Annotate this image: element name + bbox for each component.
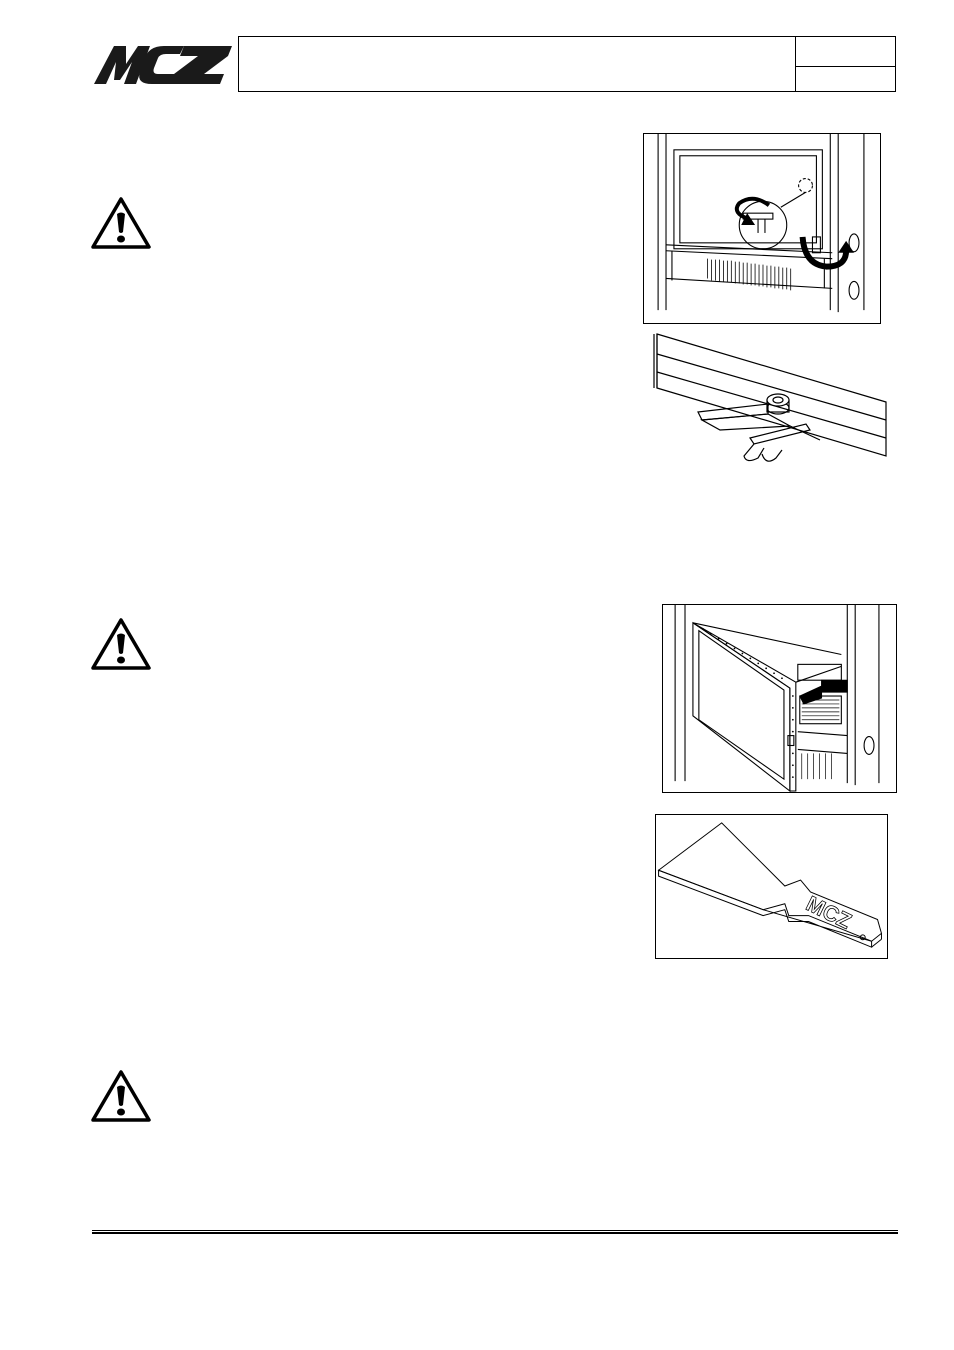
scraper-engraving: MCZ xyxy=(802,891,855,934)
mcz-scraper-tool-figure: MCZ xyxy=(655,814,888,959)
header-title xyxy=(239,37,796,91)
door-latch-detail-figure xyxy=(650,330,890,478)
brand-logo xyxy=(92,42,234,88)
mcz-logo-icon xyxy=(94,46,232,84)
header-cell-top xyxy=(796,37,895,67)
fireplace-door-unlock-figure xyxy=(643,133,881,324)
warning-triangle-icon xyxy=(90,617,152,671)
footer-rule xyxy=(92,1230,898,1234)
warning-triangle-icon xyxy=(90,196,152,250)
header-box xyxy=(238,36,896,92)
fireplace-door-open-figure xyxy=(662,604,897,793)
header-cell-bottom xyxy=(796,67,895,91)
warning-triangle-icon xyxy=(90,1069,152,1123)
